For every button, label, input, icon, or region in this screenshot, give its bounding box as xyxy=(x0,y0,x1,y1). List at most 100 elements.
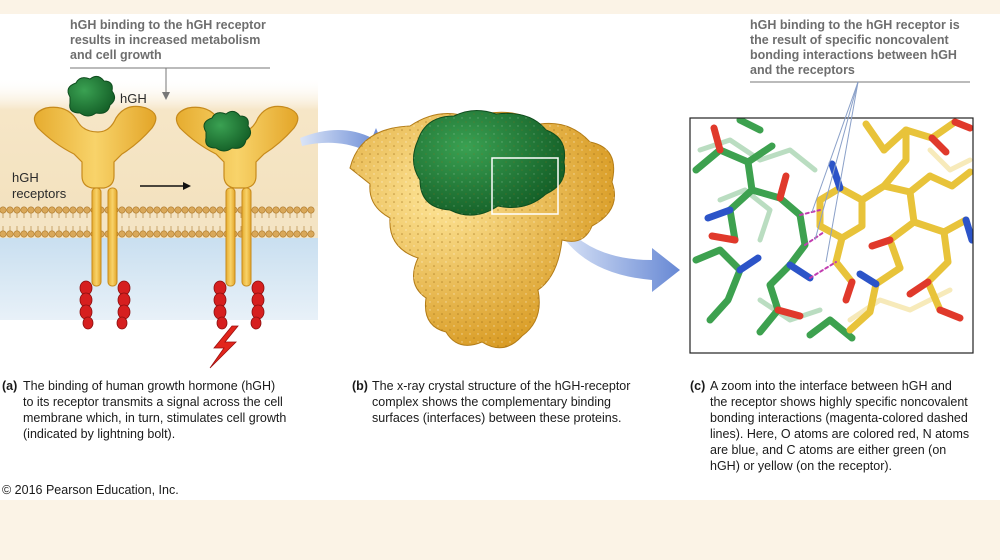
lipid-head xyxy=(132,206,140,214)
lipid-head xyxy=(27,230,35,238)
lipid-head xyxy=(153,230,161,238)
zoom-region-box xyxy=(491,157,559,215)
receptors-label: hGH receptors xyxy=(12,170,67,201)
lipid-head xyxy=(181,206,189,214)
lipid-head xyxy=(195,230,203,238)
lipid-head xyxy=(118,206,126,214)
callout-line-left xyxy=(70,67,270,100)
copyright: © 2016 Pearson Education, Inc. xyxy=(2,483,179,497)
lipid-head xyxy=(41,230,49,238)
lipid-head xyxy=(307,206,315,214)
lipid-head xyxy=(167,206,175,214)
lipid-head xyxy=(118,230,126,238)
lipid-head xyxy=(139,206,147,214)
caption-b-tag: (b) xyxy=(352,379,368,393)
lipid-head xyxy=(209,206,217,214)
lipid-head xyxy=(76,230,84,238)
hgh-molecule xyxy=(67,75,116,117)
lipid-head xyxy=(279,230,287,238)
caption-b: (b) The x-ray crystal structure of the h… xyxy=(352,378,672,438)
lipid-head xyxy=(300,206,308,214)
lipid-head xyxy=(34,206,42,214)
lipid-head xyxy=(195,206,203,214)
lipid-head xyxy=(202,206,210,214)
lipid-head xyxy=(216,206,224,214)
lipid-head xyxy=(76,206,84,214)
lipid-head xyxy=(125,206,133,214)
zoom-box xyxy=(689,81,974,354)
lipid-head xyxy=(27,206,35,214)
lipid-head xyxy=(13,206,21,214)
lipid-head xyxy=(0,206,7,214)
lipid-head xyxy=(62,206,70,214)
lipid-head xyxy=(293,230,301,238)
lipid-head xyxy=(153,206,161,214)
lipid-head xyxy=(265,230,273,238)
lipid-head xyxy=(251,206,259,214)
lipid-head xyxy=(174,230,182,238)
hgh-surface xyxy=(413,110,566,216)
caption-b-text: The x-ray crystal structure of the hGH-r… xyxy=(372,379,631,425)
callout-line-right xyxy=(750,81,970,263)
lipid-head xyxy=(139,230,147,238)
lipid-head xyxy=(181,230,189,238)
lipid-head xyxy=(20,230,28,238)
lipid-head xyxy=(300,230,308,238)
lipid-head xyxy=(55,230,63,238)
hgh-label: hGH xyxy=(120,91,147,106)
lipid-head xyxy=(146,230,154,238)
binding-arrow xyxy=(140,182,191,190)
signaling-domains xyxy=(79,280,131,330)
lipid-head xyxy=(174,206,182,214)
lipid-head xyxy=(6,206,14,214)
lipid-head xyxy=(48,206,56,214)
caption-a: (a) The binding of human growth hormone … xyxy=(2,378,322,458)
lipid-head xyxy=(167,230,175,238)
lipid-head xyxy=(293,206,301,214)
lipid-head xyxy=(272,206,280,214)
signaling-domains-active xyxy=(213,280,265,330)
bound-hgh xyxy=(203,110,252,152)
lipid-head xyxy=(48,230,56,238)
lipid-head xyxy=(34,230,42,238)
lipid-head xyxy=(20,206,28,214)
receptor-dimer-unbound xyxy=(33,105,157,330)
lipid-head xyxy=(69,206,77,214)
caption-c: (c) A zoom into the interface between hG… xyxy=(690,378,995,478)
lipid-head xyxy=(209,230,217,238)
note-right: hGH binding to the hGH receptor is the r… xyxy=(750,18,960,77)
lightning-bolt-icon xyxy=(209,325,239,369)
caption-c-tag: (c) xyxy=(690,379,706,393)
lipid-head xyxy=(160,206,168,214)
lipid-head xyxy=(188,206,196,214)
lipid-head xyxy=(216,230,224,238)
cell-membrane xyxy=(0,206,318,238)
lipid-head xyxy=(62,230,70,238)
lipid-head xyxy=(6,230,14,238)
lipid-head xyxy=(125,230,133,238)
lipid-head xyxy=(279,206,287,214)
lipid-head xyxy=(55,206,63,214)
lipid-head xyxy=(160,230,168,238)
lipid-head xyxy=(307,230,315,238)
lipid-head xyxy=(251,230,259,238)
lipid-head xyxy=(132,230,140,238)
lipid-head xyxy=(13,230,21,238)
lipid-head xyxy=(258,206,266,214)
caption-a-text: The binding of human growth hormone (hGH… xyxy=(23,379,287,441)
caption-a-tag: (a) xyxy=(2,379,18,393)
lipid-head xyxy=(286,230,294,238)
lipid-head xyxy=(188,230,196,238)
crystal-structure xyxy=(349,110,615,349)
lipid-head xyxy=(69,230,77,238)
zoom-arrow-b-to-c xyxy=(556,220,680,292)
lipid-head xyxy=(83,206,91,214)
lipid-head xyxy=(83,230,91,238)
caption-c-text: A zoom into the interface between hGH an… xyxy=(710,379,970,473)
lipid-head xyxy=(265,206,273,214)
receptor-dimer-bound xyxy=(175,105,299,369)
lipid-head xyxy=(146,206,154,214)
lipid-head xyxy=(272,230,280,238)
note-left: hGH binding to the hGH receptor results … xyxy=(70,18,266,62)
